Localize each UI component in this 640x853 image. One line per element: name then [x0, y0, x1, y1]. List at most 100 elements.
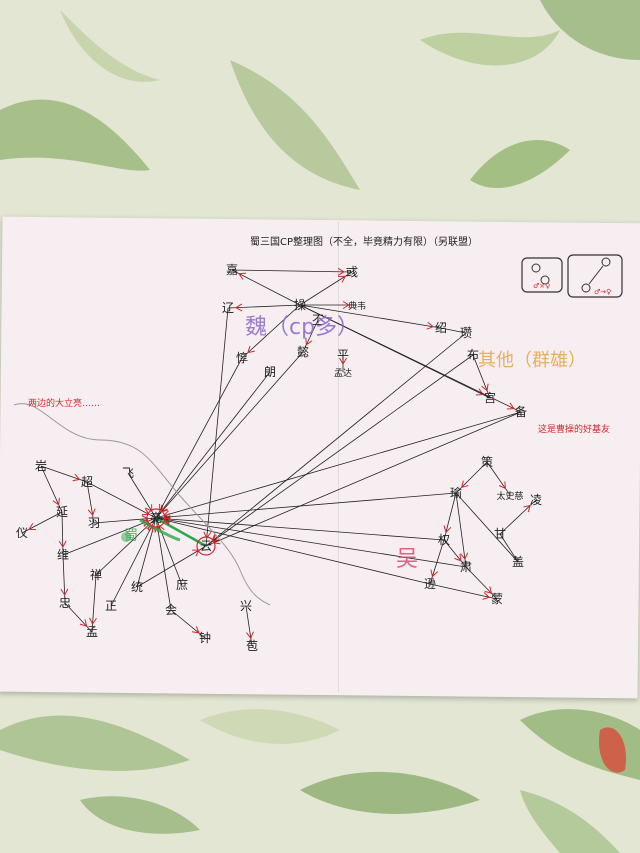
edge-tong-yun [136, 545, 207, 588]
node-xu: 庶 [176, 577, 188, 592]
edge-yan-yan2 [40, 465, 63, 513]
node-mengzi: 蒙 [491, 592, 503, 606]
node-gong: 宫 [484, 390, 496, 405]
edge-cao-shao [299, 304, 442, 330]
node-zhao: 超 [81, 474, 93, 489]
edges-layer [21, 267, 537, 647]
edge-cao-liao [227, 303, 301, 312]
node-ling: 凌 [530, 493, 542, 507]
faction-other-label: 其他（群雄） [478, 350, 586, 371]
node-yi2: 仪 [16, 526, 28, 540]
edge-lang-liang [155, 371, 271, 519]
edge-yu3-gai [455, 492, 519, 563]
node-yi: 懿 [297, 344, 309, 359]
edge-cao-jia [231, 269, 301, 306]
edge-yan2-wei2 [58, 511, 67, 556]
node-bu: 布 [467, 348, 479, 362]
node-cao: 操 [294, 297, 306, 312]
edge-xing-bao [245, 605, 254, 647]
edge-ping-mengda [339, 355, 347, 372]
edge-zhao-yu2 [86, 481, 96, 524]
edge-bu-gong [472, 354, 491, 399]
node-wei2: 维 [57, 548, 69, 562]
edge-hui-zhong2 [170, 609, 206, 639]
node-xun: 逊 [424, 577, 436, 591]
edge-cao-dian [300, 301, 357, 309]
node-liao: 辽 [222, 301, 234, 315]
node-chan: 禅 [90, 568, 102, 582]
edge-ning-gai [499, 533, 519, 563]
node-jia: 嘉 [226, 263, 238, 277]
edge-ce-yu3 [455, 461, 488, 494]
shu-territory-line [13, 403, 271, 606]
edge-pi-yi [302, 319, 319, 353]
edge-yan2-yi2 [21, 511, 63, 534]
edge-yu3-liang [155, 492, 457, 521]
legend: ♂×♀ ♂→♀ [521, 254, 623, 298]
node-highlight-yun [196, 536, 216, 556]
shu-annotation: 两边的大立亮…… [28, 397, 100, 409]
legend-left-label: ♂×♀ [533, 282, 550, 290]
edge-cao-dun [241, 304, 301, 359]
node-yu3: 瑜 [450, 485, 462, 500]
edge-bei-liang [155, 411, 522, 519]
node-zheng: 正 [105, 599, 117, 613]
node-su: 肃 [460, 560, 472, 574]
edge-su-mengzi [465, 566, 498, 600]
edge-chan-liang [95, 517, 157, 576]
edge-quan-liang [155, 515, 445, 541]
edge-quan-su [443, 539, 467, 568]
faction-wu-label: 吴 [396, 547, 418, 572]
node-yan: 岩 [35, 458, 47, 473]
node-xing: 兴 [240, 599, 252, 613]
edge-jia-yu [231, 267, 353, 276]
legend-right-label: ♂→♀ [594, 288, 611, 296]
edge-wei2-liang [62, 517, 157, 556]
node-fei: 飞 [122, 466, 134, 480]
node-liang: 亮 [150, 510, 162, 525]
node-zhong: 忠 [59, 596, 71, 610]
node-mengda: 孟达 [334, 367, 352, 379]
edge-xun-liang [155, 517, 431, 585]
node-lang: 朗 [264, 365, 276, 379]
node-yu2: 羽 [88, 516, 100, 530]
edge-bei-yun [205, 411, 522, 547]
node-bei: 备 [515, 405, 527, 419]
diagram-title: 蜀三国CP整理图（不全，毕竟精力有限）（另联盟） [250, 235, 478, 248]
node-yan2: 延 [56, 505, 68, 519]
edge-zhao-liang [86, 481, 157, 519]
node-quan: 权 [438, 533, 450, 547]
node-hui: 会 [165, 603, 177, 617]
node-zhong2: 钟 [199, 630, 211, 645]
paper-fold [338, 222, 339, 692]
edge-cao-yu [299, 271, 353, 306]
node-pi: 丕 [312, 313, 324, 327]
nodes-layer: 嘉彧操典韦辽丕惇懿平孟达朗绍瓒布宫备岩超飞延仪亮羽维云禅统庶正忠会钟兴苞孟策瑜太… [16, 263, 542, 653]
edge-xun-mengzi [429, 583, 498, 600]
edge-quan-xun [429, 539, 445, 585]
node-zan: 瓒 [460, 326, 472, 340]
edge-shao-zan [440, 327, 467, 334]
node-ping: 平 [337, 348, 349, 362]
node-meng: 孟 [86, 625, 98, 639]
edge-cao-bei [299, 304, 522, 413]
node-dian: 典韦 [348, 300, 366, 312]
node-bao: 苞 [246, 639, 258, 653]
node-gai: 盖 [512, 555, 524, 569]
node-tong: 统 [131, 580, 143, 594]
node-yun: 云 [200, 539, 212, 553]
edge-chan-meng [89, 574, 97, 633]
node-dun: 惇 [236, 351, 248, 365]
edge-dun-liang [155, 357, 243, 519]
edge-liao-yun [203, 307, 229, 547]
node-ce: 策 [481, 455, 493, 469]
bei-annotation: 这是曹操的好基友 [538, 423, 610, 435]
edge-wei2-zhong [60, 554, 69, 604]
edge-bu-yun [205, 354, 474, 547]
edge-zhong-meng [64, 602, 93, 633]
node-ning: 甘 [494, 527, 506, 541]
faction-shu-label: 蜀 [124, 528, 138, 544]
faction-wei-label: 魏（cp多） [245, 315, 359, 340]
node-yu: 彧 [346, 265, 358, 279]
